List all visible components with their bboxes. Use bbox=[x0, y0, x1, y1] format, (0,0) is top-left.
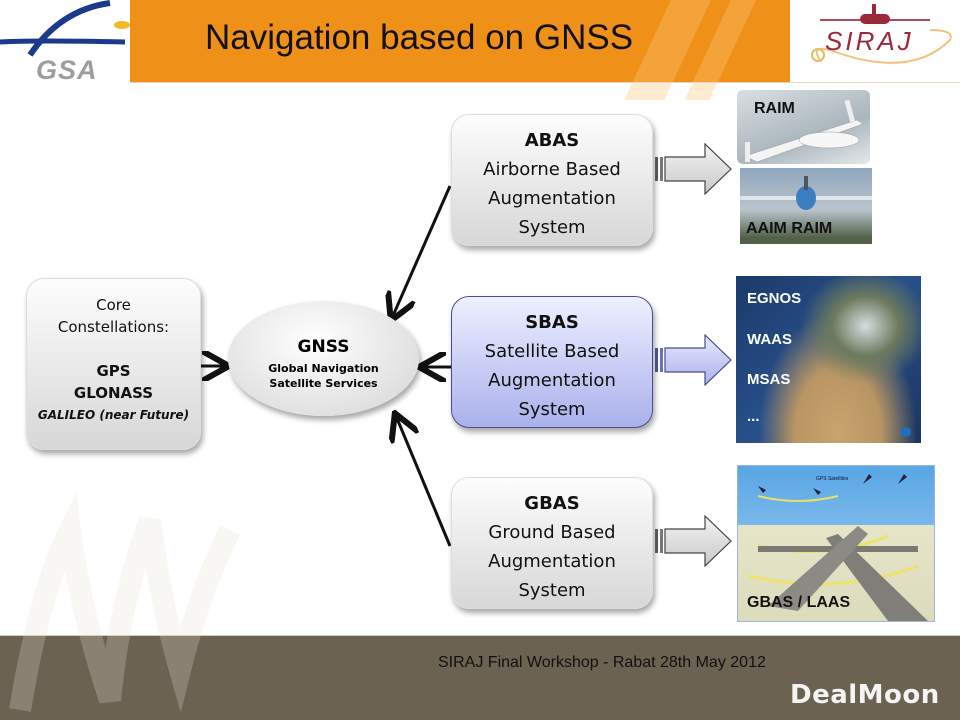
block-arrow-right-icon bbox=[655, 515, 732, 567]
block-arrow-right-icon bbox=[655, 143, 732, 195]
core-constellations-box: Core Constellations: GPS GLONASS GALILEO… bbox=[26, 278, 201, 450]
gps-satellites-caption: GPS Satellites bbox=[816, 476, 849, 482]
airliner-icon bbox=[740, 176, 872, 210]
sbas-line: Augmentation bbox=[488, 370, 616, 391]
block-arrow-right-icon bbox=[655, 334, 732, 386]
abas-line: Airborne Based bbox=[483, 159, 621, 180]
waas-label: WAAS bbox=[747, 331, 792, 348]
arrow-abas-to-gnss bbox=[392, 185, 452, 318]
gbas-acronym: GBAS bbox=[524, 493, 580, 514]
decorative-swoosh-icon bbox=[9, 492, 240, 713]
msas-label: MSAS bbox=[747, 371, 791, 388]
airliner-photo: AAIM RAIM bbox=[740, 168, 872, 244]
glonass-label: GLONASS bbox=[73, 384, 154, 402]
egnos-label: EGNOS bbox=[747, 290, 802, 307]
europe-satellite-map: EGNOS WAAS MSAS ... bbox=[736, 276, 921, 443]
abas-acronym: ABAS bbox=[524, 130, 580, 151]
gnss-ellipse: GNSS Global Navigation Satellite Service… bbox=[228, 301, 419, 416]
abas-box: ABAS Airborne Based Augmentation System bbox=[451, 114, 653, 246]
sbas-acronym: SBAS bbox=[525, 312, 579, 333]
abas-line: System bbox=[518, 217, 586, 238]
slide-header: GSA Navigation based on GNSS SIRAJ bbox=[0, 0, 960, 100]
gbas-laas-label: GBAS / LAAS bbox=[747, 594, 851, 611]
gbas-line: Augmentation bbox=[488, 551, 616, 572]
light-aircraft-photo: RAIM bbox=[737, 90, 870, 164]
light-aircraft-icon bbox=[744, 99, 864, 163]
esa-logo-icon bbox=[901, 427, 911, 437]
siraj-logo: SIRAJ bbox=[790, 0, 960, 82]
sbas-line: System bbox=[518, 399, 586, 420]
gps-label: GPS bbox=[96, 362, 131, 380]
sbas-box: SBAS Satellite Based Augmentation System bbox=[451, 296, 653, 428]
siraj-airplane-logo-icon bbox=[811, 4, 952, 64]
gbas-line: Ground Based bbox=[488, 522, 616, 543]
gsa-logo-text: GSA bbox=[36, 55, 98, 85]
core-label: Core bbox=[96, 296, 131, 314]
raim-label: RAIM bbox=[754, 100, 795, 117]
gbas-runway-icon: GPS Satellites bbox=[747, 474, 928, 621]
abas-line: Augmentation bbox=[488, 188, 616, 209]
sbas-line: Satellite Based bbox=[484, 341, 620, 362]
gsa-logo-icon bbox=[0, 0, 130, 57]
brand-watermark: DealMoon bbox=[790, 680, 940, 710]
aaim-raim-label: AAIM RAIM bbox=[746, 220, 833, 237]
footer-event-text: SIRAJ Final Workshop - Rabat 28th May 20… bbox=[438, 654, 766, 671]
gnss-subtitle: Global Navigation Satellite Services bbox=[228, 361, 419, 391]
slide-footer bbox=[0, 636, 960, 720]
gbas-airport-diagram: GPS Satellites GBAS / LAAS bbox=[737, 465, 935, 622]
galileo-label: GALILEO (near Future) bbox=[37, 408, 190, 422]
header-divider bbox=[130, 82, 960, 83]
gbas-line: System bbox=[518, 580, 586, 601]
gsa-logo: GSA bbox=[0, 0, 130, 85]
gnss-title: GNSS bbox=[297, 337, 350, 357]
siraj-logo-text: SIRAJ bbox=[825, 26, 914, 56]
header-band bbox=[130, 0, 790, 100]
footer-divider bbox=[0, 635, 960, 636]
gnss-subtitle-line: Global Navigation bbox=[268, 362, 379, 375]
ellipsis-label: ... bbox=[747, 408, 760, 425]
gnss-subtitle-line: Satellite Services bbox=[269, 377, 378, 390]
page-title: Navigation based on GNSS bbox=[205, 18, 634, 57]
gbas-box: GBAS Ground Based Augmentation System bbox=[451, 477, 653, 609]
core-label: Constellations: bbox=[57, 318, 170, 336]
arrow-gbas-to-gnss bbox=[396, 416, 452, 547]
